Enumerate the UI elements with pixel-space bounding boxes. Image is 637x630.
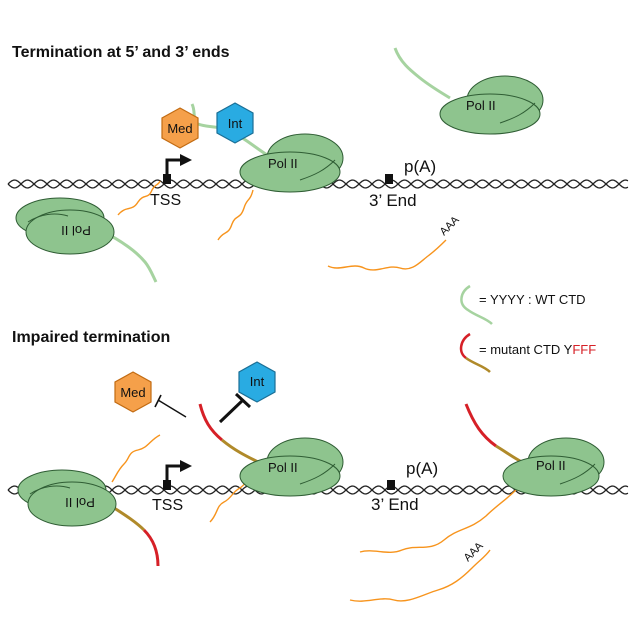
int-factor-bottom: Int [238, 361, 276, 403]
med-label-top: Med [167, 121, 192, 136]
pol-ii-released-top: Pol II [393, 47, 544, 135]
ctd-wt-flipped-top [99, 228, 158, 283]
aaa-label-top: AAA [438, 214, 463, 239]
end3-label-bottom: 3’ End [371, 495, 419, 514]
tss-arrow-top [163, 154, 192, 184]
legend-mutant-label: = mutant CTD YFFF [479, 342, 596, 357]
pol-ii-elongating-top: Pol II [239, 133, 344, 193]
int-label-top: Int [228, 116, 243, 131]
rna-readthrough-1-bottom [359, 487, 519, 553]
rna-tss-bottom [111, 434, 161, 483]
pol-ii-flipped-bottom: Pol II [17, 469, 160, 567]
pol-ii-label-flipped-top: Pol II [61, 223, 91, 238]
ctd-mutant-elongating-bottom [198, 403, 223, 442]
ctd-mutant-flipped-bottom [142, 528, 160, 567]
med-factor-top: Med [161, 107, 199, 149]
rna-elongating-top [217, 189, 254, 241]
int-label-bottom: Int [250, 374, 265, 389]
legend-mutant-swatch [459, 332, 471, 359]
end3-marker-bottom [387, 480, 395, 490]
bottom-title: Impaired termination [12, 329, 170, 346]
pol-ii-label-elongating-top: Pol II [268, 156, 298, 171]
rna-released-top [327, 239, 447, 271]
pol-ii-elongating-bottom: Pol II [239, 437, 344, 497]
med-label-bottom: Med [120, 385, 145, 400]
polya-label-top: p(A) [404, 157, 436, 176]
ctd-wt-released-top [393, 47, 451, 100]
end3-marker-top [385, 174, 393, 184]
pol-ii-label-readthrough-bottom: Pol II [536, 458, 566, 473]
aaa-label-bottom: AAA [462, 540, 487, 565]
tss-label-top: TSS [150, 192, 181, 209]
pol-ii-flipped-top: Pol II [15, 197, 158, 283]
legend-wt-label: = YYYY : WT CTD [479, 292, 586, 307]
legend-wt-swatch [460, 284, 493, 325]
rna-readthrough-2-bottom [349, 549, 491, 602]
tss-arrow-bottom [163, 460, 192, 490]
ctd-mutant-readthrough-bottom [464, 403, 497, 448]
pol-ii-readthrough-bottom: Pol II [464, 403, 605, 497]
tss-label-bottom: TSS [152, 497, 183, 514]
legend: = YYYY : WT CTD = mutant CTD YFFF [459, 284, 596, 373]
int-inhibition-bottom [218, 392, 252, 424]
top-title: Termination at 5’ and 3’ ends [12, 44, 230, 61]
pol-ii-label-elongating-bottom: Pol II [268, 460, 298, 475]
med-factor-bottom: Med [114, 371, 152, 413]
pol-ii-label-flipped-bottom: Pol II [65, 495, 95, 510]
med-inhibition-bottom [154, 394, 187, 418]
int-factor-top: Int [216, 102, 254, 144]
rna-short-top [117, 180, 161, 216]
end3-label-top: 3’ End [369, 191, 417, 210]
polya-label-bottom: p(A) [406, 459, 438, 478]
pol-ii-label-released-top: Pol II [466, 98, 496, 113]
